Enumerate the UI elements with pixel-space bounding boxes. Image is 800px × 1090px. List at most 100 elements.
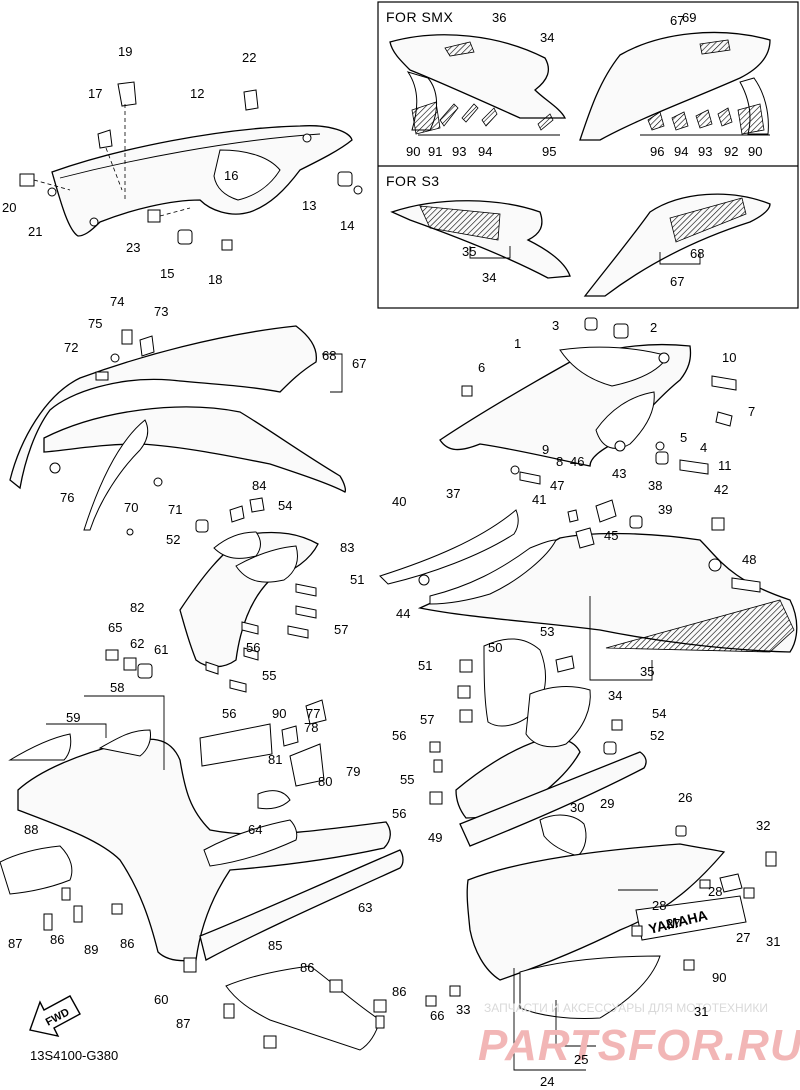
callout-label: 6 — [478, 360, 485, 375]
callout-label: 91 — [428, 144, 442, 159]
callout-label: 27 — [666, 916, 680, 931]
upper-right-cover-group — [439, 317, 737, 485]
callout-label: 66 — [430, 1008, 444, 1023]
callout-label: 73 — [154, 304, 168, 319]
callout-label: 5 — [680, 430, 687, 445]
callout-label: 96 — [650, 144, 664, 159]
callout-label: 9 — [542, 442, 549, 457]
callout-label: 74 — [110, 294, 124, 309]
callout-label: 19 — [118, 44, 132, 59]
callout-label: 35 — [462, 244, 476, 259]
smx-right-side-cover — [579, 31, 771, 141]
callout-label: 43 — [612, 466, 626, 481]
callout-label: 33 — [456, 1002, 470, 1017]
left-cowl-group — [9, 325, 346, 536]
callout-label: 62 — [130, 636, 144, 651]
callout-label: 7 — [748, 404, 755, 419]
callout-label: 82 — [130, 600, 144, 615]
callout-label: 39 — [658, 502, 672, 517]
callout-label: 54 — [278, 498, 292, 513]
section-title-smx: FOR SMX — [386, 9, 453, 25]
callout-label: 51 — [350, 572, 364, 587]
lower-right-duct — [455, 737, 581, 819]
callout-label: 64 — [248, 822, 262, 837]
watermark-line2: PARTSFOR.RU — [478, 1021, 800, 1070]
side-panel-bracket — [51, 125, 353, 237]
callout-label: 56 — [392, 728, 406, 743]
callout-label: 28 — [708, 884, 722, 899]
callout-label: 37 — [446, 486, 460, 501]
callout-label: 31 — [766, 934, 780, 949]
callout-label: 81 — [268, 752, 282, 767]
callout-label: 29 — [600, 796, 614, 811]
callout-label: 80 — [318, 774, 332, 789]
callout-label: 86 — [50, 932, 64, 947]
callout-label: 32 — [756, 818, 770, 833]
callout-label: 79 — [346, 764, 360, 779]
callout-label: 77 — [306, 706, 320, 721]
callout-label: 15 — [160, 266, 174, 281]
callout-label: 57 — [420, 712, 434, 727]
callout-label: 68 — [322, 348, 336, 363]
lower-cowl-strip — [199, 849, 404, 961]
callout-label: 61 — [154, 642, 168, 657]
callout-label: 69 — [682, 10, 696, 25]
callout-label: 51 — [418, 658, 432, 673]
callout-label: 75 — [88, 316, 102, 331]
callout-label: 78 — [304, 720, 318, 735]
callout-label: 40 — [392, 494, 406, 509]
callout-label: 57 — [334, 622, 348, 637]
callout-label: 86 — [300, 960, 314, 975]
callout-label: 54 — [652, 706, 666, 721]
callout-label: 45 — [604, 528, 618, 543]
callout-label: 90 — [272, 706, 286, 721]
callout-label: 36 — [492, 10, 506, 25]
callout-label: 94 — [674, 144, 688, 159]
callout-label: 65 — [108, 620, 122, 635]
upper-bracket-assembly — [19, 81, 363, 251]
diagram-code: 13S4100-G380 — [30, 1048, 118, 1063]
callout-label: 87 — [176, 1016, 190, 1031]
callout-label: 31 — [694, 1004, 708, 1019]
callout-label: 34 — [482, 270, 496, 285]
callout-label: 72 — [64, 340, 78, 355]
smx-left-side-cover — [389, 34, 567, 119]
callout-label: 84 — [252, 478, 266, 493]
callout-label: 86 — [392, 984, 406, 999]
callout-label: 89 — [84, 942, 98, 957]
callout-label: 95 — [542, 144, 556, 159]
callout-label: 88 — [24, 822, 38, 837]
callout-label: 50 — [488, 640, 502, 655]
callout-label: 70 — [124, 500, 138, 515]
callout-label: 18 — [208, 272, 222, 287]
callout-label: 55 — [400, 772, 414, 787]
callout-label: 16 — [224, 168, 238, 183]
callout-label: 93 — [698, 144, 712, 159]
callout-label: 24 — [540, 1074, 554, 1089]
callout-label: 87 — [8, 936, 22, 951]
callout-label: 12 — [190, 86, 204, 101]
callout-label: 25 — [574, 1052, 588, 1067]
callout-label: 8 — [556, 454, 563, 469]
callout-label: 92 — [724, 144, 738, 159]
callout-label: 41 — [532, 492, 546, 507]
callout-label: 71 — [168, 502, 182, 517]
callout-label: 11 — [718, 458, 732, 473]
callout-label: 86 — [120, 936, 134, 951]
callout-label: 68 — [690, 246, 704, 261]
callout-label: 53 — [540, 624, 554, 639]
lower-left-cowl-group — [0, 649, 404, 1051]
lower-right-strip — [459, 751, 647, 847]
callout-label: 56 — [392, 806, 406, 821]
callout-label: 10 — [722, 350, 736, 365]
callout-label: 56 — [246, 640, 260, 655]
callout-label: 2 — [650, 320, 657, 335]
callout-label: 28 — [652, 898, 666, 913]
callout-label: 27 — [736, 930, 750, 945]
callout-label: 46 — [570, 454, 584, 469]
callout-label: 26 — [678, 790, 692, 805]
callout-label: 63 — [358, 900, 372, 915]
callout-label: 44 — [396, 606, 410, 621]
callout-label: 14 — [340, 218, 354, 233]
